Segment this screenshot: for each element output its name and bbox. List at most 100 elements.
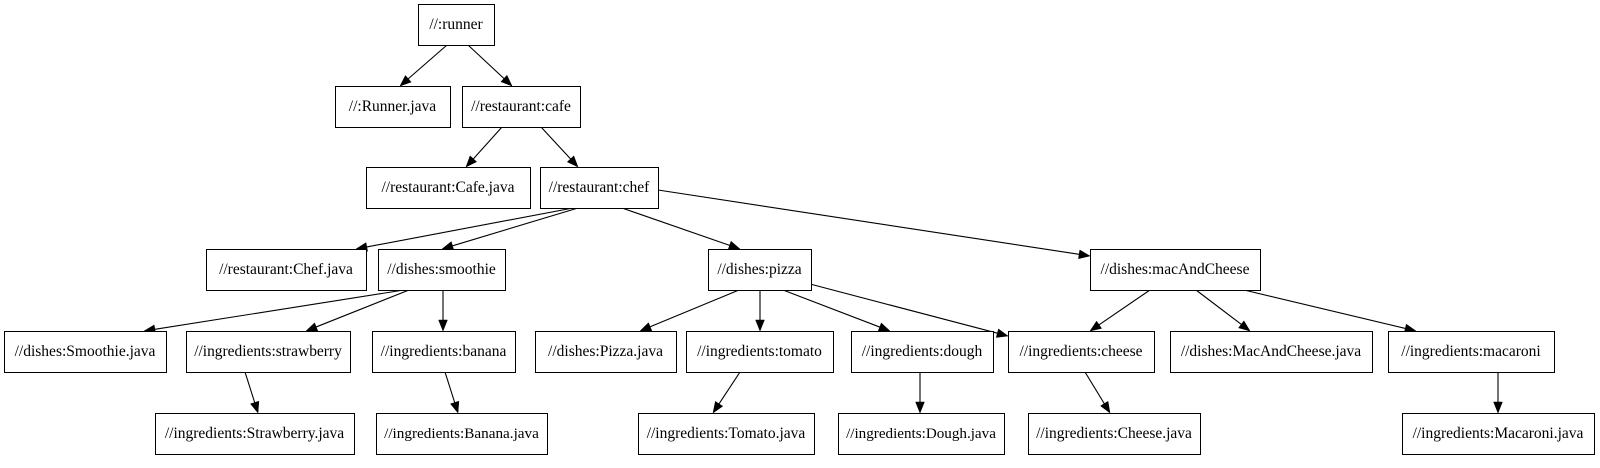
node-box[interactable] — [1388, 331, 1555, 373]
node-box[interactable] — [708, 249, 812, 291]
node-label: //ingredients:tomato — [697, 343, 822, 360]
edge-runner-to-cafe — [467, 44, 513, 87]
edge-line — [407, 44, 448, 80]
edge-line — [1243, 289, 1406, 329]
node-box[interactable] — [372, 331, 516, 373]
node-box[interactable] — [418, 4, 495, 46]
graph-node-smoothie_java[interactable]: //dishes:Smoothie.java — [4, 331, 167, 373]
node-box[interactable] — [638, 413, 815, 455]
arrowhead-icon — [566, 155, 579, 168]
graph-node-cheese[interactable]: //ingredients:cheese — [1008, 331, 1155, 373]
arrowhead-icon — [450, 400, 460, 414]
graph-node-chef[interactable]: //restaurant:chef — [540, 167, 659, 209]
node-label: //dishes:smoothie — [387, 261, 496, 278]
node-label: //restaurant:Cafe.java — [382, 179, 515, 196]
node-label: //ingredients:macaroni — [1401, 343, 1541, 360]
arrowhead-icon — [305, 322, 319, 332]
graph-node-dough[interactable]: //ingredients:dough — [851, 331, 994, 373]
graph-node-strawberry_java[interactable]: //ingredients:Strawberry.java — [155, 413, 355, 455]
graph-node-tomato[interactable]: //ingredients:tomato — [686, 331, 834, 373]
edge-line — [809, 283, 998, 334]
edge-line — [718, 371, 741, 405]
node-label: //dishes:MacAndCheese.java — [1181, 343, 1361, 360]
graph-node-pizza[interactable]: //dishes:pizza — [708, 249, 812, 291]
edge-cafe-to-cafe_java — [465, 126, 503, 168]
arrowhead-icon — [755, 319, 765, 332]
node-box[interactable] — [540, 167, 659, 209]
graph-node-banana[interactable]: //ingredients:banana — [372, 331, 516, 373]
edge-smoothie-to-smoothie_java — [143, 289, 405, 334]
edge-line — [444, 371, 456, 403]
node-box[interactable] — [376, 413, 548, 455]
node-label: //ingredients:dough — [862, 343, 983, 360]
graph-node-strawberry[interactable]: //ingredients:strawberry — [186, 331, 351, 373]
node-box[interactable] — [1170, 331, 1373, 373]
node-box[interactable] — [4, 331, 167, 373]
edge-macaroni-to-macaroni_java — [1493, 372, 1503, 414]
edge-smoothie-to-banana — [438, 290, 448, 332]
arrowhead-icon — [915, 401, 925, 414]
node-box[interactable] — [1008, 331, 1155, 373]
graph-node-banana_java[interactable]: //ingredients:Banana.java — [376, 413, 548, 455]
node-label: //:Runner.java — [349, 98, 437, 115]
node-box[interactable] — [851, 331, 994, 373]
node-box[interactable] — [1028, 413, 1201, 455]
arrowhead-icon — [727, 240, 741, 250]
edge-line — [467, 44, 505, 79]
node-box[interactable] — [535, 331, 677, 373]
node-label: //ingredients:banana — [381, 343, 507, 360]
node-label: //ingredients:Macaroni.java — [1413, 425, 1584, 442]
edge-cheese-to-cheese_java — [1084, 371, 1111, 414]
nodes-layer: //:runner //:Runner.java //restaurant:cafe… — [4, 4, 1595, 455]
node-box[interactable] — [462, 86, 581, 128]
edge-macandcheese-to-cheese — [1089, 289, 1151, 332]
node-box[interactable] — [1090, 249, 1261, 291]
node-box[interactable] — [686, 331, 834, 373]
node-box[interactable] — [186, 331, 351, 373]
graph-node-pizza_java[interactable]: //dishes:Pizza.java — [535, 331, 677, 373]
node-label: //restaurant:cafe — [471, 98, 571, 115]
edge-smoothie-to-strawberry — [305, 289, 410, 332]
node-box[interactable] — [378, 249, 506, 291]
graph-node-chef_java[interactable]: //restaurant:Chef.java — [206, 249, 367, 291]
graph-node-smoothie[interactable]: //dishes:smoothie — [378, 249, 506, 291]
arrowhead-icon — [1100, 400, 1111, 414]
arrowhead-icon — [1089, 320, 1102, 332]
graph-node-cafe[interactable]: //restaurant:cafe — [462, 86, 581, 128]
node-box[interactable] — [206, 249, 367, 291]
edge-line — [452, 207, 579, 247]
edge-chef-to-smoothie — [441, 207, 579, 251]
arrowhead-icon — [639, 322, 653, 332]
node-label: //dishes:pizza — [717, 261, 801, 278]
arrowhead-icon — [500, 74, 513, 87]
node-box[interactable] — [366, 167, 531, 209]
arrowhead-icon — [877, 322, 891, 332]
arrowhead-icon — [441, 241, 455, 251]
node-label: //ingredients:Tomato.java — [647, 425, 806, 442]
graph-node-runner[interactable]: //:runner — [418, 4, 495, 46]
graph-node-macaroni[interactable]: //ingredients:macaroni — [1388, 331, 1555, 373]
edge-line — [154, 289, 405, 330]
node-label: //ingredients:Cheese.java — [1036, 425, 1192, 442]
edge-pizza-to-cheese — [809, 283, 1009, 338]
graph-node-macaroni_java[interactable]: //ingredients:Macaroni.java — [1402, 413, 1595, 455]
graph-node-tomato_java[interactable]: //ingredients:Tomato.java — [638, 413, 815, 455]
node-box[interactable] — [838, 413, 1005, 455]
node-box[interactable] — [155, 413, 355, 455]
graph-node-macandcheese[interactable]: //dishes:macAndCheese — [1090, 249, 1261, 291]
node-label: //dishes:Smoothie.java — [15, 343, 156, 360]
graph-node-cheese_java[interactable]: //ingredients:Cheese.java — [1028, 413, 1201, 455]
edge-line — [366, 207, 574, 248]
edge-macandcheese-to-macaroni — [1243, 289, 1417, 334]
arrowhead-icon — [399, 75, 412, 87]
graph-node-runner_java[interactable]: //:Runner.java — [335, 86, 451, 128]
graph-node-cafe_java[interactable]: //restaurant:Cafe.java — [366, 167, 531, 209]
node-box[interactable] — [335, 86, 451, 128]
node-box[interactable] — [1402, 413, 1595, 455]
graph-node-macandcheese_java[interactable]: //dishes:MacAndCheese.java — [1170, 331, 1373, 373]
arrowhead-icon — [438, 319, 448, 332]
graph-node-dough_java[interactable]: //ingredients:Dough.java — [838, 413, 1005, 455]
edge-pizza-to-dough — [782, 289, 891, 332]
edge-runner-to-runner_java — [399, 44, 448, 87]
